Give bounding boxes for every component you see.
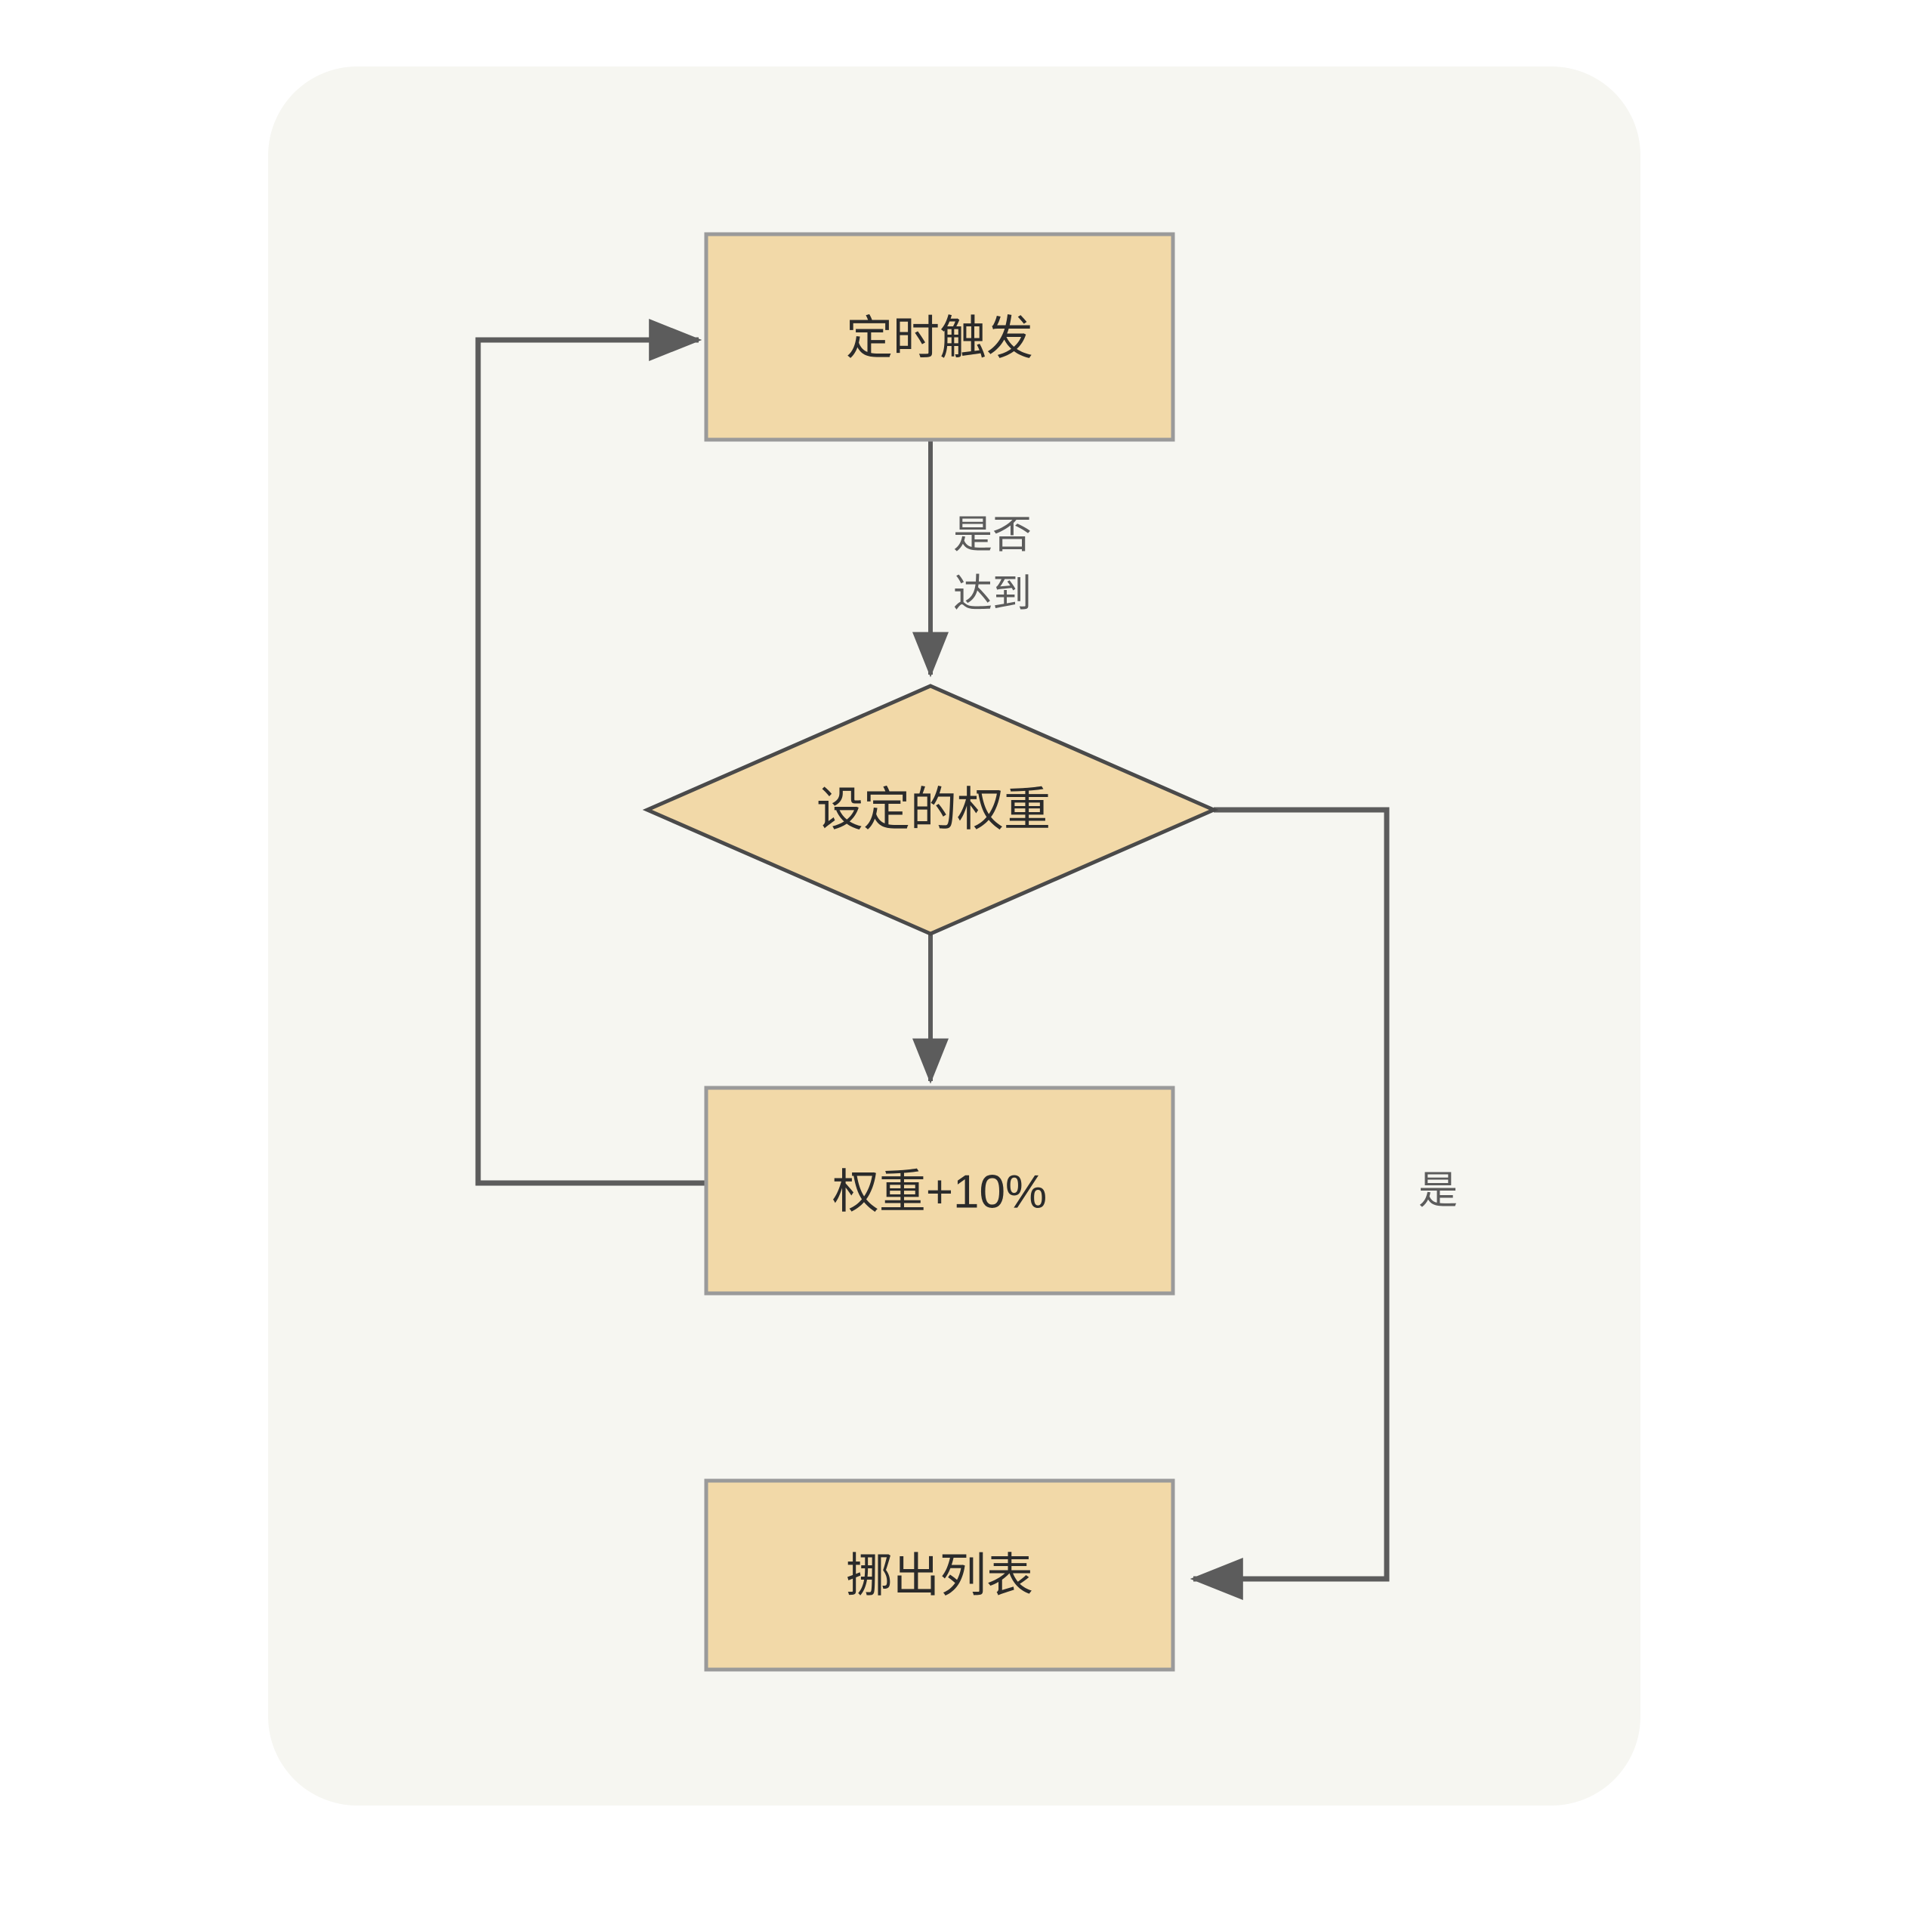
edge-label-reach-threshold-line2: 达到 — [953, 573, 1032, 616]
node-remove-from-list[interactable]: 挪出列表 — [704, 1478, 1175, 1672]
edge-weight-add-loop-to-timer — [475, 319, 706, 1186]
node-timer-trigger[interactable]: 定时触发 — [704, 232, 1175, 442]
node-remove-from-list-shape[interactable] — [704, 1478, 1175, 1672]
diagram-panel — [268, 66, 1640, 1806]
node-weight-increase-label: 权重+10% — [832, 1166, 1047, 1218]
node-weight-threshold-decision[interactable]: 设定的权重 — [642, 684, 1219, 936]
node-weight-increase[interactable]: 权重+10% — [704, 1086, 1175, 1296]
node-weight-increase-shape[interactable] — [704, 1086, 1175, 1296]
node-weight-threshold-label: 设定的权重 — [816, 783, 1051, 836]
node-timer-trigger-shape[interactable] — [704, 232, 1175, 442]
edge-loop-line — [475, 319, 706, 1186]
edge-decision-yes-line — [1190, 807, 1390, 1600]
node-weight-threshold-shape[interactable] — [642, 684, 1219, 936]
edge-timer-to-decision: 是否 达到 — [912, 440, 1032, 678]
edge-label-reach-threshold-line1: 是否 — [953, 514, 1032, 558]
edge-label-yes: 是 — [1418, 1169, 1458, 1213]
node-remove-from-list-label: 挪出列表 — [846, 1549, 1033, 1602]
node-timer-trigger-label: 定时触发 — [846, 312, 1033, 364]
edge-decision-yes-to-remove-list: 是 — [1190, 807, 1458, 1600]
